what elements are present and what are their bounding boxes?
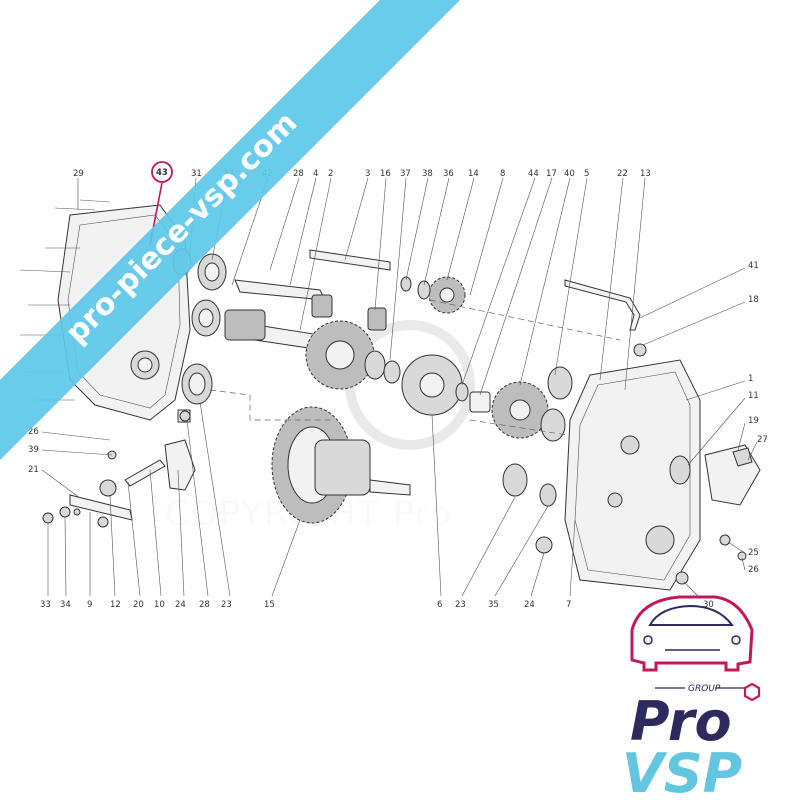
callout-36: 36 (443, 169, 454, 179)
callout-24-left: 24 (175, 600, 186, 610)
callout-3: 3 (365, 169, 370, 179)
pro-vsp-logo: GROUP Pro VSP (622, 595, 761, 800)
callout-26-left: 26 (28, 427, 39, 437)
callout-29: 29 (73, 169, 84, 179)
callout-31: 31 (191, 169, 202, 179)
callout-11: 11 (748, 391, 759, 401)
logo-group-text: GROUP (688, 684, 721, 694)
callout-12: 12 (110, 600, 121, 610)
callout-41: 41 (748, 261, 759, 271)
callout-18: 18 (748, 295, 759, 305)
callout-4: 4 (313, 169, 318, 179)
callout-38: 38 (422, 169, 433, 179)
callout-9: 9 (87, 600, 92, 610)
callout-14: 14 (468, 169, 479, 179)
callout-25: 25 (748, 548, 759, 558)
callout-24-right: 24 (524, 600, 535, 610)
callout-44: 44 (528, 169, 539, 179)
callout-5: 5 (584, 169, 589, 179)
callout-8: 8 (500, 169, 505, 179)
callout-28-bottom: 28 (199, 600, 210, 610)
callout-17: 17 (546, 169, 557, 179)
callout-35: 35 (488, 600, 499, 610)
callout-23-left: 23 (221, 600, 232, 610)
callout-20: 20 (133, 600, 144, 610)
highlighted-callout-43: 43 (149, 161, 173, 246)
callout-13: 13 (640, 169, 651, 179)
callout-7: 7 (566, 600, 571, 610)
callout-34: 34 (60, 600, 71, 610)
shafts (224, 249, 391, 351)
callout-40: 40 (564, 169, 575, 179)
callout-23-right: 23 (455, 600, 466, 610)
logo-hex-icon (743, 682, 761, 702)
callout-30: 30 (703, 600, 714, 610)
alignment-lines (209, 299, 621, 441)
right-housing (535, 279, 761, 591)
callout-22: 22 (617, 169, 628, 179)
callout-16: 16 (380, 169, 391, 179)
callout-19: 19 (748, 416, 759, 426)
logo-vsp-text: VSP (622, 742, 742, 800)
logo-pro-text: Pro (630, 690, 732, 753)
callout-39: 39 (28, 445, 39, 455)
callout-21: 21 (28, 465, 39, 475)
callouts-bottom: 33 34 9 12 20 10 24 28 23 15 6 23 35 24 … (40, 401, 714, 610)
callout-15: 15 (264, 600, 275, 610)
callout-37: 37 (400, 169, 411, 179)
callout-33: 33 (40, 600, 51, 610)
callouts-left: 26 39 21 (28, 427, 113, 499)
callout-27: 27 (757, 435, 768, 445)
callout-28: 28 (293, 169, 304, 179)
callout-43: 43 (156, 168, 168, 178)
gears-center (271, 276, 573, 524)
callout-6: 6 (437, 600, 442, 610)
callout-1: 1 (748, 374, 753, 384)
callouts-right: 41 18 1 11 19 27 25 26 (639, 261, 768, 575)
callout-26-right: 26 (748, 565, 759, 575)
callout-2: 2 (328, 169, 333, 179)
car-outline-icon (630, 595, 754, 672)
callout-10: 10 (154, 600, 165, 610)
